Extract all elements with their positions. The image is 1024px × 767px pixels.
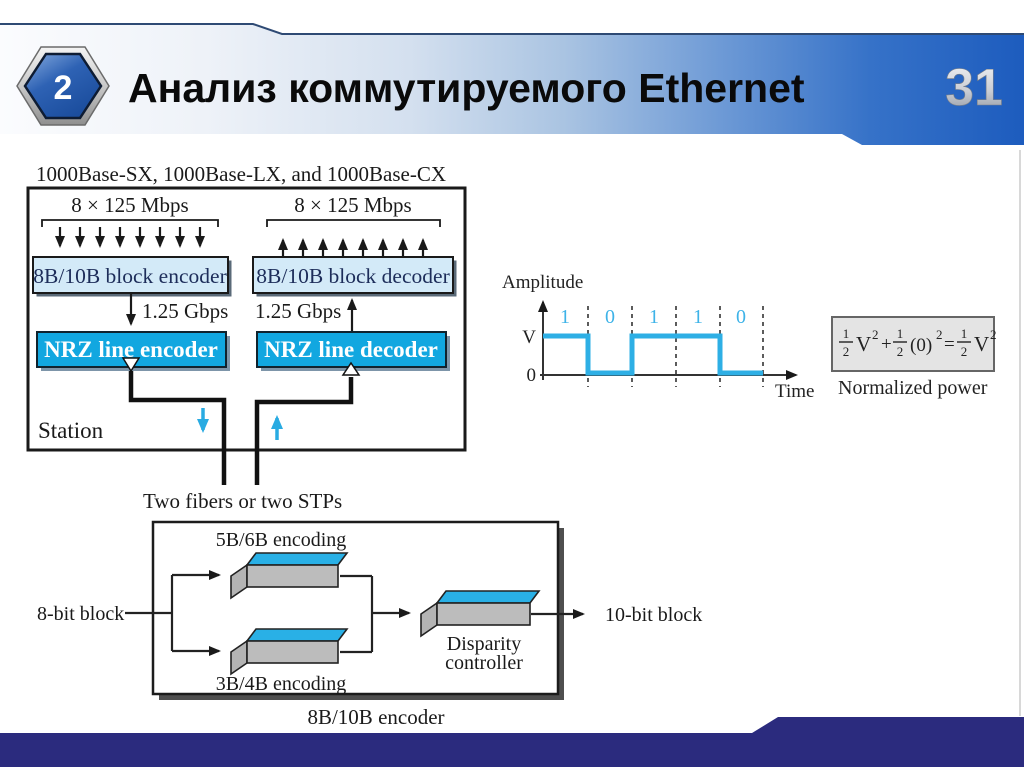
formula-box bbox=[831, 316, 995, 372]
v-level-label: V bbox=[522, 327, 536, 348]
header-top-edge bbox=[0, 23, 1024, 35]
badge-number: 2 bbox=[54, 69, 73, 107]
sup3: 2 bbox=[990, 327, 997, 342]
nrz-waveform bbox=[543, 333, 763, 376]
left-bracket bbox=[41, 219, 219, 227]
encoder-box-label: 8B/10B block encoder bbox=[33, 264, 226, 288]
right-line-rate-label: 1.25 Gbps bbox=[255, 299, 341, 323]
header-bar: 2 Анализ коммутируемого Ethernet 31 bbox=[0, 23, 1024, 145]
slide-number: 31 bbox=[945, 59, 1003, 117]
right-arrow-fan bbox=[278, 238, 428, 256]
left-line-rate-label: 1.25 Gbps bbox=[142, 299, 228, 323]
decoder-box bbox=[252, 256, 454, 294]
plus-operator: + bbox=[881, 334, 892, 355]
frac2-den: 2 bbox=[897, 344, 904, 359]
encoder-output-notch bbox=[121, 357, 141, 373]
frac3-num: 1 bbox=[961, 326, 968, 341]
encoder-diagram: 8-bit block 5B/6B encoding 3B/4B encodin… bbox=[37, 520, 702, 729]
equals-operator: = bbox=[944, 334, 955, 355]
right-bracket bbox=[266, 219, 441, 227]
decoder-box-label: 8B/10B block decoder bbox=[256, 264, 449, 288]
decoder-input-notch bbox=[341, 361, 361, 376]
encoder-connectors bbox=[125, 570, 585, 656]
disparity-label-line1: Disparity bbox=[447, 633, 521, 655]
header-bar-shape bbox=[0, 24, 1024, 145]
frac1-num: 1 bbox=[843, 326, 850, 341]
nrz-decoder-box bbox=[256, 331, 447, 368]
badge-hexagon-fill bbox=[23, 52, 103, 120]
bit-label: 1 bbox=[560, 306, 570, 328]
formula-content: 1 2 V 2 + 1 2 (0) 2 = 1 2 V 2 bbox=[839, 326, 997, 359]
signal-plot: Amplitude Time V 0 1 0 1 1 0 bbox=[502, 272, 814, 402]
bit-label: 0 bbox=[736, 306, 746, 328]
term2: (0) bbox=[910, 335, 932, 356]
left-arrow-fan bbox=[55, 227, 205, 248]
bottom-encoder-slab bbox=[230, 628, 349, 676]
bit-label: 0 bbox=[605, 306, 615, 328]
time-axis-label: Time bbox=[775, 381, 814, 402]
encoder-diagram-caption: 8B/10B encoder bbox=[307, 705, 444, 729]
disparity-label-line2: controller bbox=[445, 652, 523, 674]
footer-bar bbox=[0, 717, 1024, 767]
frac1-den: 2 bbox=[843, 344, 850, 359]
bit-label: 1 bbox=[649, 306, 659, 328]
bit-label: 1 bbox=[693, 306, 703, 328]
right-rate-label: 8 × 125 Mbps bbox=[294, 193, 411, 217]
station-box bbox=[26, 186, 467, 452]
top-encoder-slab bbox=[230, 552, 349, 600]
term3: V bbox=[974, 332, 989, 356]
sup2: 2 bbox=[936, 327, 943, 342]
nrz-decoder-label: NRZ line decoder bbox=[264, 337, 438, 362]
station-diagram: 1000Base-SX, 1000Base-LX, and 1000Base-C… bbox=[26, 162, 467, 513]
sup1: 2 bbox=[872, 327, 879, 342]
disparity-slab bbox=[420, 590, 541, 638]
fibers-caption: Two fibers or two STPs bbox=[143, 489, 342, 513]
amplitude-axis-label: Amplitude bbox=[502, 272, 583, 293]
top-encoder-label: 5B/6B encoding bbox=[216, 529, 347, 551]
station-diagram-caption: 1000Base-SX, 1000Base-LX, and 1000Base-C… bbox=[36, 162, 446, 186]
bit-labels: 1 0 1 1 0 bbox=[560, 306, 746, 328]
term1: V bbox=[856, 332, 871, 356]
bottom-encoder-label: 3B/4B encoding bbox=[216, 673, 347, 695]
output-block-label: 10-bit block bbox=[605, 604, 702, 626]
rx-media-line bbox=[254, 377, 354, 485]
frac2-num: 1 bbox=[897, 326, 904, 341]
normalized-power-formula: 1 2 V 2 + 1 2 (0) 2 = 1 2 V 2 Normalized… bbox=[831, 316, 997, 399]
zero-level-label: 0 bbox=[527, 365, 537, 386]
input-block-label: 8-bit block bbox=[37, 603, 124, 625]
encoder-box bbox=[32, 256, 229, 294]
left-rate-label: 8 × 125 Mbps bbox=[71, 193, 188, 217]
section-badge: 2 bbox=[16, 46, 110, 126]
station-label: Station bbox=[38, 418, 104, 443]
slide-title: Анализ коммутируемого Ethernet bbox=[128, 65, 805, 111]
tx-media-line bbox=[128, 371, 227, 485]
formula-caption: Normalized power bbox=[838, 377, 988, 399]
frac3-den: 2 bbox=[961, 344, 968, 359]
